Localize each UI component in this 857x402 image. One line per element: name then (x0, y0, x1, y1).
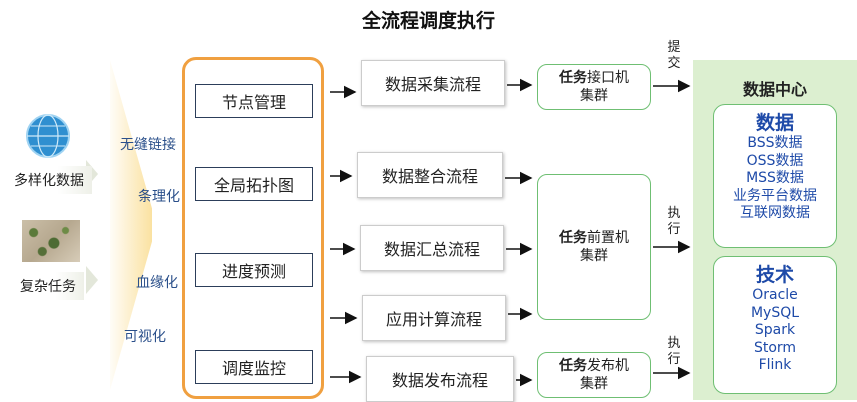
schedule-monitor-box[interactable]: 调度监控 (195, 350, 313, 384)
left-label-diverse-data: 多样化数据 (6, 166, 92, 194)
tech-item: Storm (753, 339, 797, 356)
chevron-right-icon (86, 266, 98, 294)
cluster-label: 前置机 (587, 230, 629, 246)
cluster-bold-label: 任务 (559, 358, 587, 374)
side-word-seamless: 无缝链接 (120, 137, 176, 153)
data-item: 业务平台数据 (733, 187, 817, 204)
data-card-head: 数据 (755, 112, 794, 134)
global-topology-box[interactable]: 全局拓扑图 (195, 167, 313, 201)
publish-cluster-box[interactable]: 任务发布机 集群 (537, 352, 651, 398)
data-item: 互联网数据 (740, 205, 810, 221)
data-card: 数据 BSS数据 OSS数据 MSS数据 业务平台数据 互联网数据 (713, 104, 837, 248)
tech-card: 技术 Oracle MySQL Spark Storm Flink (713, 256, 837, 394)
cluster-label: 接口机 (587, 70, 629, 86)
diagram-title: 全流程调度执行 (361, 10, 495, 32)
arrow-label-execute: 执 行 (664, 206, 684, 238)
arrow-label-line: 行 (667, 352, 681, 367)
scheduler-container (182, 57, 324, 399)
left-label-complex-tasks: 复杂任务 (12, 272, 84, 300)
flow-summary-box[interactable]: 数据汇总流程 (360, 225, 504, 271)
tech-card-head: 技术 (755, 264, 794, 286)
tech-item: MySQL (750, 304, 800, 321)
data-item: OSS数据 (746, 152, 804, 169)
tech-item: Flink (758, 357, 792, 373)
side-word-visual: 可视化 (124, 329, 166, 345)
cluster-label-line2: 集群 (580, 88, 608, 104)
cluster-label-line2: 集群 (580, 376, 608, 392)
arrow-label-line: 提 (667, 40, 681, 55)
side-word-organized: 条理化 (138, 189, 180, 205)
flow-collect-box[interactable]: 数据采集流程 (361, 60, 505, 106)
node-management-box[interactable]: 节点管理 (195, 84, 313, 118)
arrow-label-execute: 执 行 (664, 336, 684, 368)
side-word-lineage: 血缘化 (136, 275, 178, 291)
arrow-label-line: 行 (667, 222, 681, 237)
data-item: BSS数据 (747, 135, 803, 151)
cluster-label: 发布机 (587, 358, 629, 374)
frontend-cluster-box[interactable]: 任务前置机 集群 (537, 174, 651, 320)
tech-item: Oracle (752, 287, 798, 303)
data-center-title: 数据中心 (742, 80, 807, 99)
arrow-label-line: 执 (667, 206, 681, 221)
cluster-bold-label: 任务 (559, 230, 587, 246)
globe-icon (24, 112, 72, 160)
task-photo (22, 220, 80, 262)
data-item: MSS数据 (746, 170, 804, 186)
cluster-bold-label: 任务 (559, 70, 587, 86)
progress-forecast-box[interactable]: 进度预测 (195, 253, 313, 287)
arrow-label-line: 执 (667, 336, 681, 351)
arrow-label-submit: 提 交 (664, 40, 684, 72)
interface-cluster-box[interactable]: 任务接口机 集群 (537, 64, 651, 110)
cluster-label-line2: 集群 (580, 248, 608, 264)
arrow-label-line: 交 (667, 56, 681, 71)
flow-compute-box[interactable]: 应用计算流程 (362, 295, 506, 341)
tech-item: Spark (754, 322, 796, 338)
flow-integrate-box[interactable]: 数据整合流程 (357, 152, 503, 198)
